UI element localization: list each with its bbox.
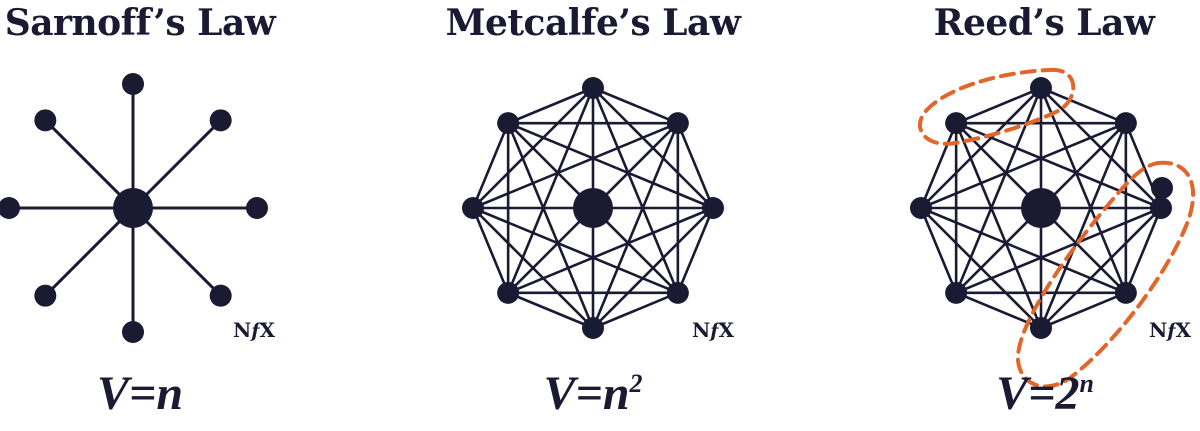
node bbox=[34, 109, 57, 132]
nfx-logo: NfX bbox=[1149, 318, 1191, 342]
link-line bbox=[1124, 207, 1163, 294]
metcalfe-formula: V=n2 bbox=[543, 367, 643, 420]
hub-node bbox=[113, 188, 153, 228]
link-line bbox=[472, 207, 594, 329]
link-line bbox=[506, 122, 595, 329]
link-line bbox=[676, 207, 715, 294]
reed-group-network bbox=[910, 67, 1196, 389]
node bbox=[1114, 112, 1137, 135]
link-line bbox=[592, 86, 679, 125]
link-line bbox=[471, 122, 510, 209]
link-line bbox=[44, 119, 135, 210]
link-line bbox=[507, 86, 594, 125]
node bbox=[582, 77, 604, 99]
link-line bbox=[131, 119, 222, 210]
node bbox=[122, 321, 144, 343]
node bbox=[497, 112, 520, 135]
node bbox=[34, 284, 57, 307]
node bbox=[122, 73, 144, 95]
node bbox=[1030, 77, 1052, 99]
link-line bbox=[131, 206, 222, 297]
link-line bbox=[44, 206, 135, 297]
reed-formula: V=2n bbox=[996, 367, 1094, 420]
node bbox=[497, 281, 520, 304]
group-outline bbox=[918, 67, 1076, 146]
link-line bbox=[1040, 291, 1127, 330]
node bbox=[209, 284, 232, 307]
nfx-logo: NfX bbox=[233, 318, 275, 342]
node bbox=[246, 197, 268, 219]
link-line bbox=[955, 86, 1042, 125]
nfx-logo: NfX bbox=[692, 318, 734, 342]
extra-node bbox=[1151, 177, 1173, 199]
node bbox=[582, 317, 604, 339]
link-line bbox=[507, 121, 714, 210]
node bbox=[1114, 281, 1137, 304]
node bbox=[945, 281, 968, 304]
node bbox=[910, 197, 932, 219]
sarnoff-formula: V=n bbox=[96, 367, 184, 420]
node bbox=[1030, 317, 1052, 339]
link-line bbox=[919, 122, 958, 209]
link-line bbox=[955, 121, 1162, 210]
sarnoff-star-network bbox=[0, 73, 268, 343]
link-line bbox=[920, 207, 1042, 329]
metcalfe-title: Metcalfe’s Law bbox=[445, 2, 741, 44]
link-line bbox=[954, 122, 1043, 329]
node bbox=[666, 112, 689, 135]
hub-node bbox=[573, 188, 613, 228]
link-line bbox=[1040, 86, 1127, 125]
link-line bbox=[471, 207, 510, 294]
sarnoff-title: Sarnoff’s Law bbox=[4, 2, 276, 44]
node bbox=[462, 197, 484, 219]
node bbox=[0, 197, 20, 219]
node bbox=[209, 109, 232, 132]
node bbox=[666, 281, 689, 304]
link-line bbox=[507, 291, 594, 330]
group-outline bbox=[1015, 160, 1196, 389]
hub-node bbox=[1021, 188, 1061, 228]
node bbox=[945, 112, 968, 135]
reed-title: Reed’s Law bbox=[933, 2, 1155, 44]
link-line bbox=[676, 122, 715, 209]
node bbox=[702, 197, 724, 219]
node bbox=[1150, 197, 1172, 219]
metcalfe-mesh-network bbox=[462, 77, 724, 339]
link-line bbox=[919, 207, 958, 294]
link-line bbox=[592, 291, 679, 330]
